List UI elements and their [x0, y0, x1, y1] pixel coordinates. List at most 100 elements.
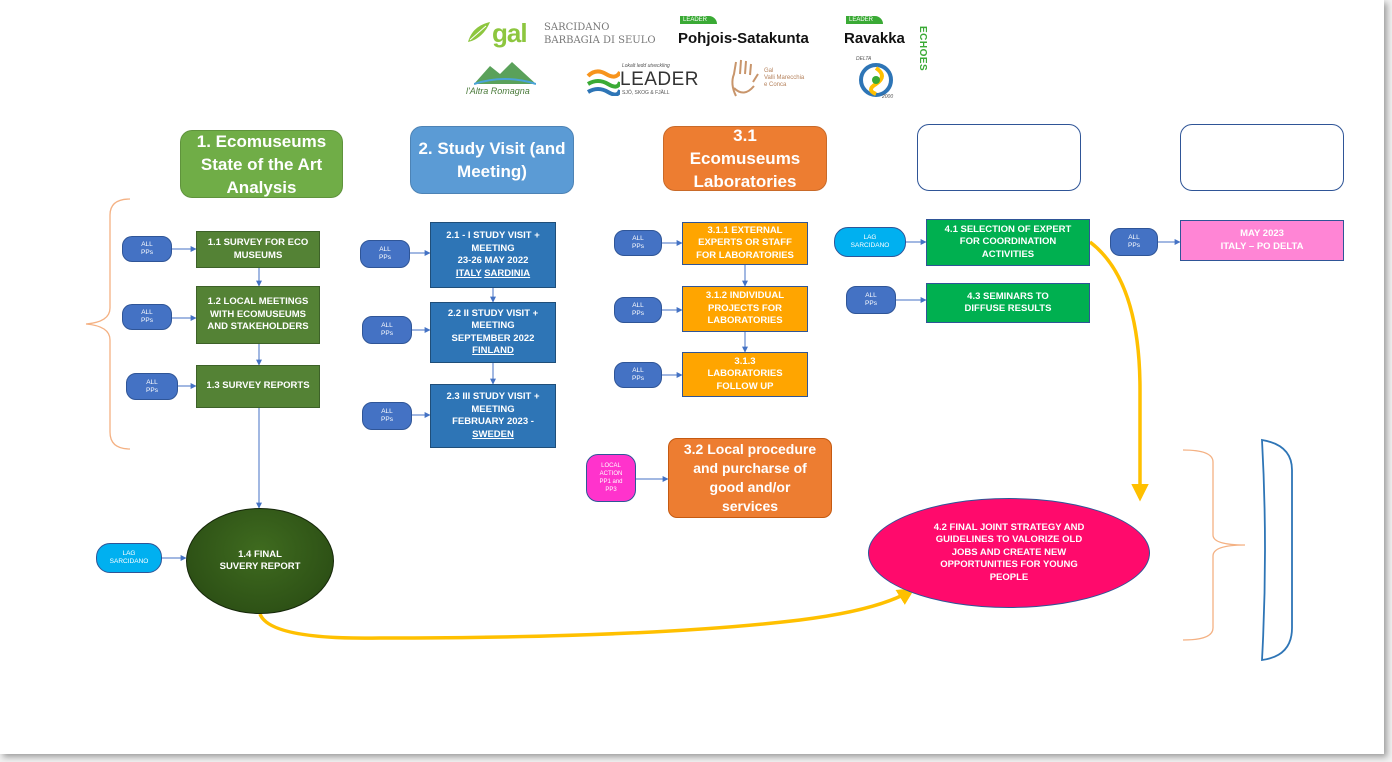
header-ecomuseums-analysis: 1. Ecomuseums State of the Art Analysis	[180, 130, 343, 198]
gal-line1: SARCIDANO	[544, 22, 610, 33]
pohjois-name: Pohjois-Satakunta	[678, 30, 809, 47]
box-2-1-line1: 2.1 - I STUDY VISIT + MEETING	[446, 230, 540, 254]
pill-all-pps-1-1: ALL PPs	[122, 236, 172, 262]
pill-all-pps-3-1-2: ALL PPs	[614, 297, 662, 323]
pill-all-pps-1-2: ALL PPs	[122, 304, 172, 330]
gal-line2: BARBAGIA DI SEULO	[544, 35, 656, 46]
pill-label: ALL PPs	[632, 367, 644, 382]
logo-gal-sarcidano: gal SARCIDANO BARBAGIA DI SEULO	[466, 14, 656, 48]
box-2-3-line2: FEBRUARY 2023 -	[452, 416, 534, 427]
ravakka-name: Ravakka	[844, 30, 905, 47]
box-4-1-text: 4.1 SELECTION OF EXPERT FOR COORDINATION…	[944, 223, 1072, 260]
logo-leader-sweden: Lokalt ledd utveckling LEADER SJÖ, SKOG …	[586, 60, 700, 100]
logo-altra-romagna: l'Altra Romagna	[466, 60, 546, 98]
pill-all-pps-3-1-1: ALL PPs	[614, 230, 662, 256]
logo-echoes: ECHOES	[917, 26, 934, 86]
box-1-4-final-survey-report: 1.4 FINAL SUVERY REPORT	[186, 508, 334, 614]
box-2-1-study-visit-sardinia: 2.1 - I STUDY VISIT + MEETING 23-26 MAY …	[430, 222, 556, 288]
yellow-arrow-14-42	[258, 588, 915, 640]
waves-icon	[586, 69, 620, 96]
pill-all-pps-2-2: ALL PPs	[362, 316, 412, 344]
box-1-4-line1: 1.4 FINAL	[238, 548, 282, 560]
leader-sub: SJÖ, SKOG & FJÄLL	[622, 90, 670, 96]
box-1-1-text: 1.1 SURVEY FOR ECO MUSEUMS	[207, 237, 309, 261]
pill-label: ALL PPs	[632, 302, 644, 317]
pill-label: ALL PPs	[379, 246, 391, 261]
box-2-3-line1: 2.3 III STUDY VISIT + MEETING	[446, 391, 540, 415]
pill-all-pps-1-3: ALL PPs	[126, 373, 178, 400]
box-5-line1: MAY 2023	[1240, 228, 1284, 239]
box-2-1-country: ITALY	[455, 267, 482, 279]
bracket-blue	[1261, 438, 1293, 662]
logo-gal-valli-marecchia: Gal Valli Marecchia e Conca	[728, 58, 808, 100]
valli-line1: Gal	[764, 68, 774, 74]
box-1-3-survey-reports: 1.3 SURVEY REPORTS	[196, 365, 320, 408]
box-3-1-2-individual-projects: 3.1.2 INDIVIDUAL PROJECTS FOR LABORATORI…	[682, 286, 808, 332]
valli-line2: Valli Marecchia	[764, 75, 805, 81]
bracket-right	[1182, 449, 1246, 641]
pill-all-pps-4-3: ALL PPs	[846, 286, 896, 314]
box-1-3-text: 1.3 SURVEY REPORTS	[206, 380, 310, 392]
pill-label: ALL PPs	[1128, 234, 1140, 249]
pill-label: ALL PPs	[141, 309, 153, 324]
leader-tag: LEADER	[846, 16, 884, 24]
delta-top: DELTA	[856, 56, 872, 62]
box-1-1-survey: 1.1 SURVEY FOR ECO MUSEUMS	[196, 231, 320, 268]
pill-label: LOCAL ACTION PP1 and PP3	[599, 463, 623, 493]
header-ecomuseums-laboratories: 3.1 Ecomuseums Laboratories	[663, 126, 827, 191]
pill-local-action: LOCAL ACTION PP1 and PP3	[586, 454, 636, 502]
box-2-1-line3: ITALY SARDINIA	[456, 268, 530, 281]
box-2-2-line3: FINLAND	[472, 345, 514, 356]
header-study-visit: 2. Study Visit (and Meeting)	[410, 126, 574, 194]
leader-name: LEADER	[620, 69, 700, 90]
box-3-1-3-text: 3.1.3 LABORATORIES FOLLOW UP	[707, 355, 783, 392]
box-4-3-text: 4.3 SEMINARS TO DIFFUSE RESULTS	[964, 290, 1052, 315]
pill-label: LAG SARCIDANO	[109, 550, 149, 565]
header-3-text: 3.1 Ecomuseums Laboratories	[689, 126, 801, 191]
box-5-line2: ITALY – PO DELTA	[1220, 240, 1304, 252]
pill-label: LAG SARCIDANO	[850, 234, 890, 249]
pill-label: ALL PPs	[146, 378, 158, 394]
box-2-3-line3: SWEDEN	[472, 428, 514, 440]
header-empty-4	[917, 124, 1081, 191]
pill-all-pps-5: ALL PPs	[1110, 228, 1158, 256]
logo-ravakka: LEADER Ravakka	[844, 14, 934, 48]
box-5-po-delta: MAY 2023 ITALY – PO DELTA	[1180, 220, 1344, 261]
pill-lag-sarcidano-4-1: LAG SARCIDANO	[834, 227, 906, 257]
gal-mark: gal	[492, 18, 528, 48]
box-1-2-text: 1.2 LOCAL MEETINGS WITH ECOMUSEUMS AND S…	[207, 296, 309, 333]
pill-all-pps-2-3: ALL PPs	[362, 402, 412, 430]
leaf-icon	[468, 22, 490, 42]
header-1-text: 1. Ecomuseums State of the Art Analysis	[196, 131, 327, 197]
hand-icon	[731, 59, 759, 97]
mountains-icon	[474, 62, 536, 85]
altra-romagna-name: l'Altra Romagna	[466, 86, 530, 96]
box-4-1-selection-of-expert: 4.1 SELECTION OF EXPERT FOR COORDINATION…	[926, 219, 1090, 266]
delta-bottom: 2000	[882, 94, 894, 100]
box-2-1-region: SARDINIA	[484, 267, 531, 279]
box-3-2-local-procedure: 3.2 Local procedure and purcharse of goo…	[668, 438, 832, 518]
pill-all-pps-3-1-3: ALL PPs	[614, 362, 662, 388]
valli-line3: e Conca	[764, 82, 787, 88]
yellow-arrow-41-42	[1088, 240, 1149, 502]
box-4-2-text: 4.2 FINAL JOINT STRATEGY AND GUIDELINES …	[933, 521, 1085, 583]
box-2-2-line1: 2.2 II STUDY VISIT + MEETING	[447, 307, 539, 332]
box-3-1-3-laboratories-follow-up: 3.1.3 LABORATORIES FOLLOW UP	[682, 352, 808, 397]
header-empty-5	[1180, 124, 1344, 191]
box-3-1-1-external-experts: 3.1.1 EXTERNAL EXPERTS OR STAFF FOR LABO…	[682, 222, 808, 265]
pill-label: ALL PPs	[865, 292, 877, 307]
pill-all-pps-2-1: ALL PPs	[360, 240, 410, 268]
box-1-2-local-meetings: 1.2 LOCAL MEETINGS WITH ECOMUSEUMS AND S…	[196, 286, 320, 344]
pill-label: ALL PPs	[632, 235, 644, 250]
box-3-1-2-text: 3.1.2 INDIVIDUAL PROJECTS FOR LABORATORI…	[705, 290, 785, 327]
pill-label: ALL PPs	[381, 322, 393, 337]
leader-tag: LEADER	[680, 16, 718, 24]
pill-lag-sarcidano-1-4: LAG SARCIDANO	[96, 543, 162, 573]
box-1-4-line2: SUVERY REPORT	[219, 561, 301, 572]
swirl-icon	[859, 63, 893, 97]
leader-small: Lokalt ledd utveckling	[622, 63, 670, 69]
header-2-text: 2. Study Visit (and Meeting)	[418, 139, 566, 181]
box-3-2-text: 3.2 Local procedure and purcharse of goo…	[683, 441, 817, 514]
pill-label: ALL PPs	[141, 241, 153, 256]
